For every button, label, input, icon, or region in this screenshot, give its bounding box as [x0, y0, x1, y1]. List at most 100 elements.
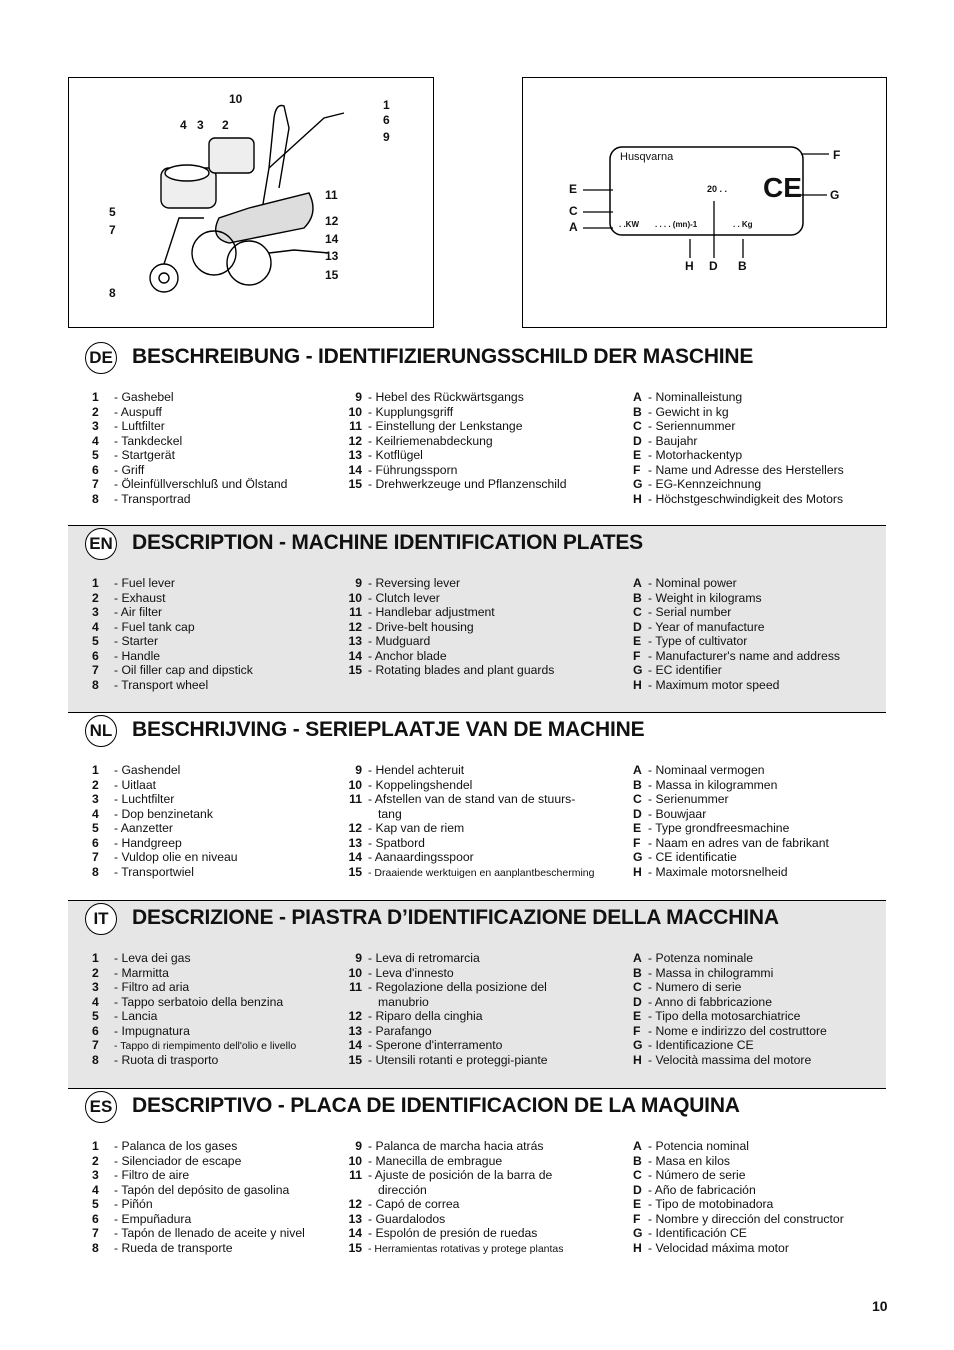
legend-item: 8- Ruota di trasporto	[92, 1053, 218, 1068]
item-text: - Starter	[114, 634, 159, 648]
item-text: - Palanca de marcha hacia atrás	[368, 1139, 544, 1153]
item-text: - Massa in kilogrammen	[648, 777, 778, 792]
item-key: 11	[349, 980, 362, 994]
item-key: B	[633, 965, 642, 980]
item-text: - Tipo della motosarchiatrice	[648, 1009, 801, 1023]
item-key: 11	[349, 1168, 362, 1182]
item-text: - Ajuste de posición de la barra de	[368, 1168, 553, 1182]
item-key: 7	[92, 1038, 99, 1052]
legend-item: B- Masa en kilos	[633, 1154, 730, 1169]
plate-arrows	[583, 146, 829, 258]
item-key: A	[633, 951, 642, 965]
item-text: - Herramientas rotativas y protege plant…	[368, 1242, 564, 1255]
item-text: - Tapón de llenado de aceite y nivel	[114, 1226, 305, 1240]
item-text: - Uitlaat	[114, 777, 156, 792]
item-key: E	[633, 821, 642, 835]
item-text: - Handlebar adjustment	[368, 605, 495, 619]
legend-item: H- Höchstgeschwindigkeit des Motors	[633, 492, 843, 507]
item-key: 4	[92, 1182, 99, 1197]
item-text: - Anchor blade	[368, 648, 447, 663]
legend-item: 4- Tankdeckel	[92, 434, 182, 449]
item-text: - Tapón del depósito de gasolina	[114, 1182, 290, 1197]
item-text: - Ruota di trasporto	[114, 1052, 219, 1067]
item-key: 4	[92, 433, 99, 448]
item-text: - Griff	[114, 462, 145, 477]
language-badge: NL	[85, 715, 117, 747]
legend-item: 5- Lancia	[92, 1009, 157, 1024]
item-key: 6	[92, 462, 99, 477]
item-key: G	[633, 1038, 643, 1052]
item-key: A	[633, 390, 642, 404]
item-text: - Regolazione della posizione del	[368, 980, 547, 994]
language-badge: EN	[85, 528, 117, 560]
legend-item: D- Bouwjaar	[633, 807, 706, 822]
legend-item: 15- Rotating blades and plant guards	[338, 663, 554, 678]
item-key: C	[633, 605, 642, 619]
item-text: - Gashendel	[114, 763, 181, 777]
legend-item: 12- Riparo della cinghia	[338, 1009, 482, 1024]
item-text: manubrio	[378, 994, 429, 1009]
item-text: - Velocidad máxima motor	[648, 1240, 789, 1255]
item-text: - Nominalleistung	[648, 390, 743, 404]
legend-item: 8- Transport wheel	[92, 678, 208, 693]
legend-item: A- Potencia nominal	[633, 1139, 749, 1154]
legend-item: B - Massa in kilogrammen	[633, 778, 777, 793]
item-key: 10	[348, 965, 362, 980]
item-key: 3	[92, 605, 99, 619]
arrow-label: F	[833, 148, 841, 162]
item-key: H	[633, 677, 642, 692]
legend-item: manubrio	[338, 995, 429, 1010]
item-key: 1	[92, 390, 99, 404]
tiller-diagram: 10 4 3 2 1 6 9 5 7 11 12 14 13 15 8	[68, 77, 434, 328]
legend-item: 6- Impugnatura	[92, 1024, 190, 1039]
item-text: - Piñón	[114, 1197, 153, 1211]
legend-item: F- Name und Adresse des Herstellers	[633, 463, 844, 478]
item-key: 4	[92, 806, 99, 821]
page-number: 10	[872, 1298, 888, 1314]
callout-label: 8	[109, 286, 116, 300]
callout-label: 1	[383, 98, 390, 112]
legend-item: F- Nome e indirizzo del costruttore	[633, 1024, 827, 1039]
item-text: - Drive-belt housing	[368, 619, 474, 634]
legend-item: 7- Vuldop olie en niveau	[92, 850, 238, 865]
plate-kg: . . Kg	[733, 220, 753, 229]
item-key: H	[633, 1240, 642, 1255]
legend-item: 14- Sperone d'interramento	[338, 1038, 502, 1053]
item-key: 2	[92, 590, 99, 605]
item-text: - Leva dei gas	[114, 951, 191, 965]
item-key: B	[633, 777, 642, 792]
legend-item: 1- Gashendel	[92, 763, 180, 778]
item-key: D	[633, 806, 642, 821]
item-text: - Tappo di riempimento dell'olio e livel…	[114, 1040, 297, 1052]
item-key: F	[633, 648, 641, 663]
legend-item: 14- Anchor blade	[338, 648, 447, 664]
legend-item: 15- Utensili rotanti e proteggi-piante	[338, 1053, 547, 1068]
item-text: - Numero di serie	[648, 980, 742, 994]
item-text: - Rueda de transporte	[114, 1240, 233, 1255]
item-text: - Handgreep	[114, 835, 182, 850]
legend-item: 11- Einstellung der Lenkstange	[338, 419, 522, 434]
item-key: A	[633, 763, 642, 777]
item-text: - Type grondfreesmachine	[648, 821, 790, 835]
plate-brand: Husqvarna	[620, 151, 674, 163]
item-key: F	[633, 835, 641, 850]
item-text: - Kupplungsgriff	[368, 404, 454, 419]
item-key: 12	[348, 821, 362, 835]
legend-item: H- Maximale motorsnelheid	[633, 865, 788, 880]
item-text: - Hebel des Rückwärtsgangs	[368, 390, 524, 404]
item-text: - Führungssporn	[368, 462, 458, 477]
item-text: - Motorhackentyp	[648, 448, 743, 462]
item-text: - Rotating blades and plant guards	[368, 663, 555, 677]
legend-item: D- Baujahr	[633, 434, 697, 449]
legend-item: 15- Draaiende werktuigen en aanplantbesc…	[338, 865, 594, 881]
legend-item: C- Número de serie	[633, 1168, 746, 1183]
legend-item: 1- Gashebel	[92, 390, 174, 405]
legend-item: 11- Handlebar adjustment	[338, 605, 495, 620]
item-key: H	[633, 491, 642, 506]
item-text: - Name und Adresse des Herstellers	[648, 462, 844, 477]
item-text: - Filtro de aire	[114, 1168, 190, 1182]
legend-item: A - Nominalleistung	[633, 390, 742, 405]
legend-item: B- Massa in chilogrammi	[633, 966, 773, 981]
